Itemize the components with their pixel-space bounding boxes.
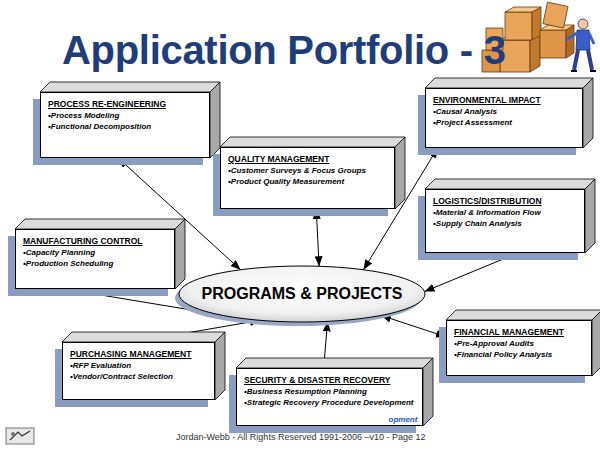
box-side-face	[585, 179, 595, 253]
bullet-item: •Causal Analysis	[433, 107, 574, 118]
double-arrow	[381, 315, 446, 336]
box-top-face	[446, 310, 600, 320]
box-top-face	[15, 219, 185, 229]
box-side-face	[592, 310, 600, 376]
application-box: LOGISTICS/DISTRIBUTION•Material & Inform…	[425, 189, 585, 253]
slide-title: Application Portfolio - 3	[62, 28, 506, 73]
box-top-face	[425, 78, 593, 88]
bullet-item: •Business Resumption Planning	[244, 387, 414, 398]
bullet-item: •Pre-Approval Audits	[454, 339, 583, 350]
box-top-face	[40, 82, 220, 92]
bullet-item: •Strategic Recovery Procedure Developmen…	[244, 398, 414, 409]
application-box: PURCHASING MANAGEMENT•RFP Evaluation•Ven…	[62, 342, 215, 400]
box-side-face	[423, 358, 433, 426]
bullet-item: •Production Scheduling	[23, 259, 166, 270]
text-fragment: opment	[388, 415, 419, 424]
application-box: FINANCIAL MANAGEMENT•Pre-Approval Audits…	[446, 320, 592, 376]
bullet-item: •Capacity Planning	[23, 248, 166, 259]
double-arrow	[425, 253, 518, 292]
box-side-face	[175, 219, 185, 289]
bullet-item: •Product Quality Measurement	[228, 177, 386, 188]
bullet-item: •Customer Surveys & Focus Groups	[228, 166, 386, 177]
box-side-face	[583, 78, 593, 148]
box-heading: MANUFACTURING CONTROL	[23, 236, 166, 247]
bullet-item: •Vendor/Contract Selection	[70, 372, 206, 383]
ellipse-shape	[179, 266, 425, 322]
hub-label: PROGRAMS & PROJECTS	[202, 285, 403, 303]
bullet-item: •Supply Chain Analysis	[433, 219, 576, 230]
box-heading: ENVIRONMENTAL IMPACT	[433, 95, 574, 106]
box-heading: PROCESS RE-ENGINEERING	[48, 99, 201, 110]
hub-ellipse: PROGRAMS & PROJECTS	[178, 265, 426, 323]
bullet-item: •Financial Policy Analysis	[454, 350, 583, 361]
box-heading: PURCHASING MANAGEMENT	[70, 349, 206, 360]
application-box: MANUFACTURING CONTROL•Capacity Planning•…	[15, 229, 175, 289]
box-side-face	[215, 332, 225, 400]
box-top-face	[236, 358, 433, 368]
corner-icon	[6, 428, 34, 444]
box-top-face	[220, 137, 405, 147]
box-heading: LOGISTICS/DISTRIBUTION	[433, 196, 576, 207]
bullet-item: •Process Modeling	[48, 111, 201, 122]
application-box: PROCESS RE-ENGINEERING•Process Modeling•…	[40, 92, 210, 158]
bullet-item: •Material & Information Flow	[433, 208, 576, 219]
bullet-item: •RFP Evaluation	[70, 361, 206, 372]
box-top-face	[425, 179, 595, 189]
box-top-face	[62, 332, 225, 342]
box-heading: SECURITY & DISASTER RECOVERY	[244, 375, 414, 386]
bullet-item: •Project Assessment	[433, 118, 574, 129]
box-side-face	[395, 137, 405, 209]
box-heading: QUALITY MANAGEMENT	[228, 154, 386, 165]
footer-text: Jordan-Webb - All Rights Reserved 1991-2…	[176, 432, 425, 442]
double-arrow	[316, 209, 319, 266]
application-box: ENVIRONMENTAL IMPACT•Causal Analysis•Pro…	[425, 88, 583, 148]
box-heading: FINANCIAL MANAGEMENT	[454, 327, 583, 338]
bullet-item: •Functional Decomposition	[48, 122, 201, 133]
application-box: QUALITY MANAGEMENT•Customer Surveys & Fo…	[220, 147, 395, 209]
box-side-face	[210, 82, 220, 158]
worker-figure	[566, 19, 596, 71]
